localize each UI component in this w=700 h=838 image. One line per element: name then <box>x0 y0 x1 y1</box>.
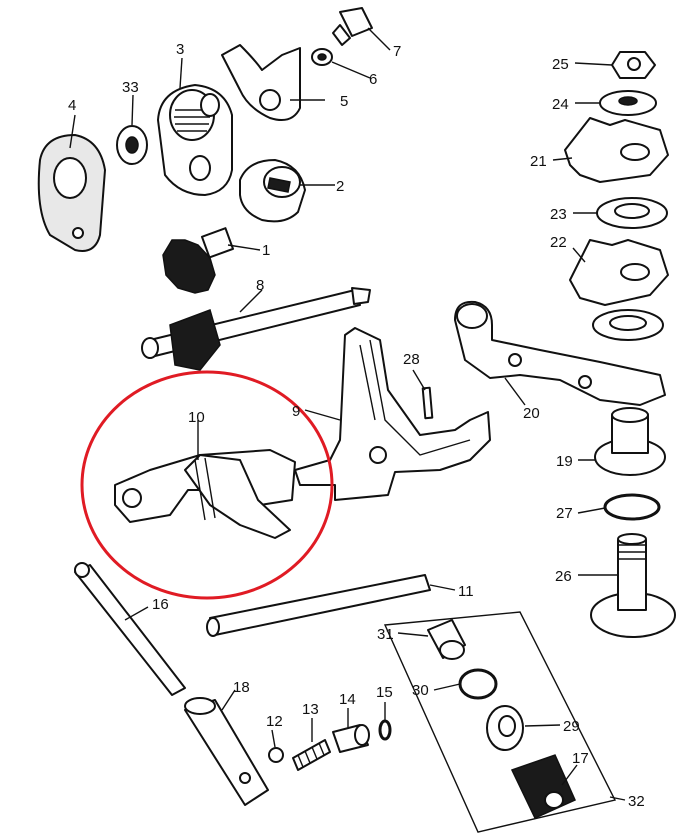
label-2: 2 <box>336 178 344 195</box>
part-26-pivot-pin <box>590 533 676 638</box>
label-21: 21 <box>530 153 547 170</box>
label-13: 13 <box>302 701 319 718</box>
label-25: 25 <box>552 56 569 73</box>
label-10: 10 <box>188 409 205 426</box>
part-3-threaded-plate <box>157 84 233 196</box>
part-27-oring <box>603 493 661 521</box>
part-21-lever <box>564 117 669 183</box>
part-4-gasket <box>37 133 107 252</box>
label-22: 22 <box>550 234 567 251</box>
part-10-selector-fork <box>114 449 296 539</box>
label-29: 29 <box>563 718 580 735</box>
label-31: 31 <box>377 626 394 643</box>
part-spacer-ring <box>592 309 664 341</box>
part-31-plug <box>427 619 466 660</box>
label-15: 15 <box>376 684 393 701</box>
part-labels: 4 33 3 5 6 7 2 1 8 9 10 28 20 25 24 21 2… <box>68 41 645 810</box>
part-17-spring <box>510 754 576 819</box>
label-19: 19 <box>556 453 573 470</box>
part-14-sleeve <box>332 724 370 753</box>
part-28-pin <box>421 386 434 420</box>
part-6-washer <box>311 48 333 66</box>
label-30: 30 <box>412 682 429 699</box>
label-14: 14 <box>339 691 356 708</box>
label-20: 20 <box>523 405 540 422</box>
label-4: 4 <box>68 97 76 114</box>
part-23-ring <box>596 197 668 229</box>
label-23: 23 <box>550 206 567 223</box>
part-8-shaft <box>141 287 371 371</box>
part-30-oring <box>458 668 498 700</box>
part-25-nut <box>611 51 656 79</box>
part-22-lever <box>569 239 669 306</box>
part-19-bushing <box>594 407 666 476</box>
part-9-fork-frame <box>294 327 491 501</box>
part-15-oring <box>378 719 392 741</box>
part-13-spring <box>292 739 331 771</box>
label-16: 16 <box>152 596 169 613</box>
part-5-bracket <box>221 44 301 121</box>
label-24: 24 <box>552 96 569 113</box>
label-11: 11 <box>458 583 474 600</box>
label-18: 18 <box>233 679 250 696</box>
label-28: 28 <box>403 351 420 368</box>
label-5: 5 <box>340 93 348 110</box>
part-1-gear <box>162 227 234 294</box>
label-7: 7 <box>393 43 401 60</box>
label-1: 1 <box>262 242 270 259</box>
part-2-cam <box>239 159 306 223</box>
label-3: 3 <box>176 41 184 58</box>
label-12: 12 <box>266 713 283 730</box>
label-8: 8 <box>256 277 264 294</box>
part-33-bearing <box>116 125 148 165</box>
part-7-bolt <box>332 7 373 46</box>
label-32: 32 <box>628 793 645 810</box>
label-26: 26 <box>555 568 572 585</box>
label-27: 27 <box>556 505 573 522</box>
highlight-circle <box>80 370 334 600</box>
label-33: 33 <box>122 79 139 96</box>
label-17: 17 <box>572 750 589 767</box>
part-18-coupling <box>184 697 269 806</box>
leader-lines <box>69 27 626 801</box>
label-9: 9 <box>292 403 300 420</box>
part-16-shaft <box>74 562 186 696</box>
part-11-rod <box>206 574 431 637</box>
label-6: 6 <box>369 71 377 88</box>
part-29-bushing <box>486 705 524 751</box>
part-24-washer <box>599 90 657 116</box>
part-12-ball <box>268 747 284 763</box>
part-20-arm <box>454 300 666 406</box>
part-32-kit-box <box>383 611 617 833</box>
